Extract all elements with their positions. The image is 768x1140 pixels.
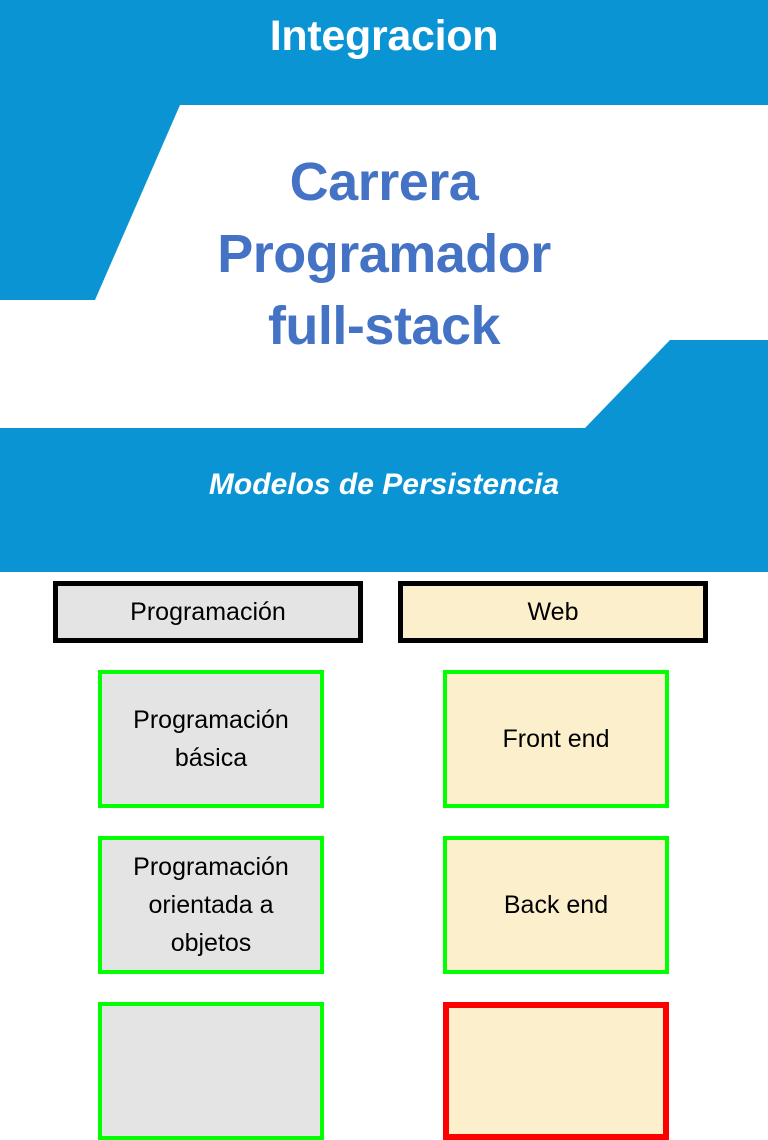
diagram-node-programacion-basica[interactable]: Programación básica <box>98 670 324 808</box>
column-header-web[interactable]: Web <box>398 581 708 643</box>
banner-main-title: Carrera Programador full-stack <box>0 146 768 362</box>
column-header-programacion[interactable]: Programación <box>53 581 363 643</box>
main-title-line-2: Programador <box>217 224 551 284</box>
diagram-node-programacion-orientada-a-objetos[interactable]: Programación orientada a objetos <box>98 836 324 974</box>
diagram-node-web-third[interactable] <box>443 1002 669 1140</box>
diagram-area: Programación Programación básica Program… <box>0 572 768 1140</box>
main-title-line-1: Carrera <box>289 152 479 212</box>
diagram-node-front-end[interactable]: Front end <box>443 670 669 808</box>
diagram-node-programacion-third[interactable] <box>98 1002 324 1140</box>
banner-top-title: Integracion <box>269 12 499 60</box>
banner-subtitle: Modelos de Persistencia <box>208 468 560 501</box>
diagram-node-back-end[interactable]: Back end <box>443 836 669 974</box>
title-banner: Integracion Carrera Programador full-sta… <box>0 0 768 572</box>
main-title-line-3: full-stack <box>267 296 501 356</box>
